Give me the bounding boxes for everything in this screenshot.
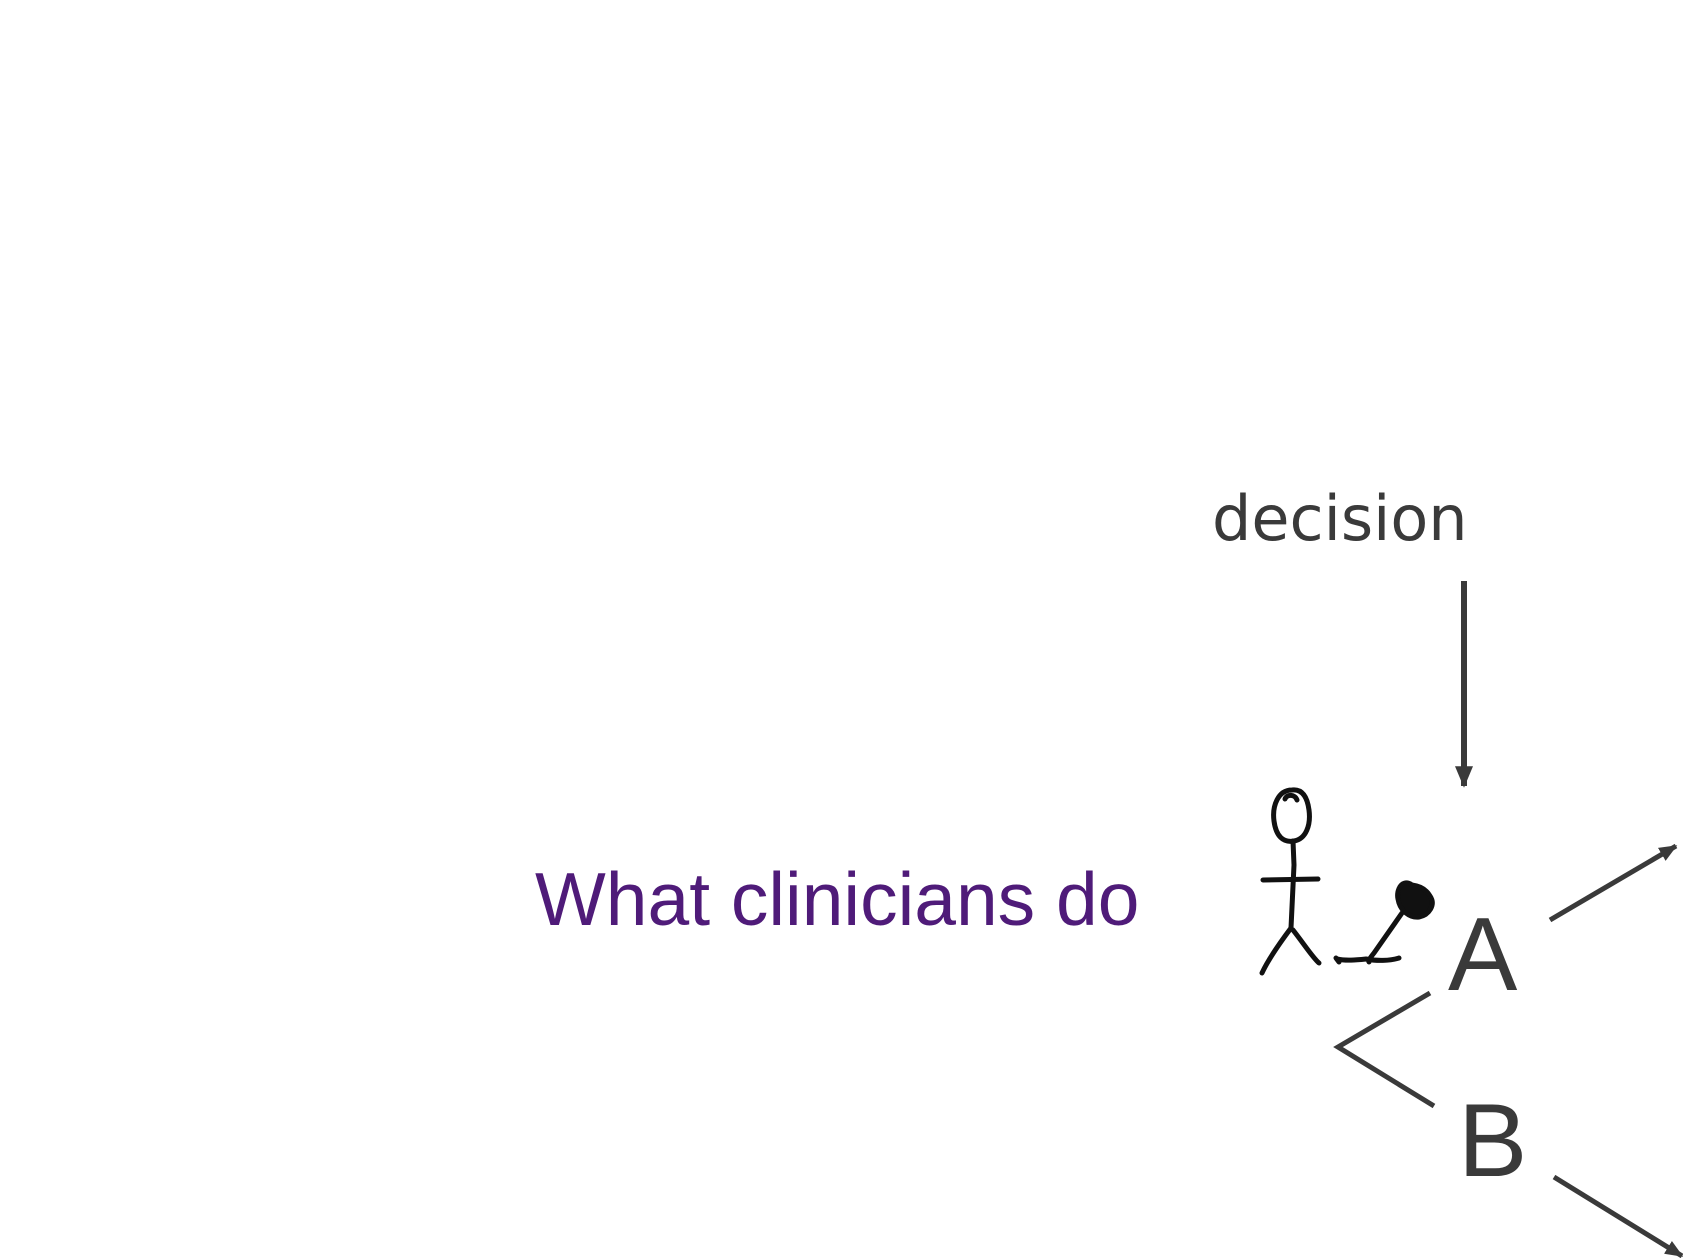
decision-label: decision — [1212, 482, 1468, 555]
stick-figure-icon — [1259, 787, 1322, 976]
option-b-arrow — [1552, 1174, 1683, 1258]
question-label: What clinicians do — [535, 857, 1140, 941]
microscope-icon — [1333, 880, 1435, 965]
option-a-arrow — [1548, 843, 1678, 923]
option-a-label: A — [1448, 897, 1518, 1013]
option-b-label: B — [1458, 1083, 1528, 1199]
branch-bracket — [1333, 990, 1436, 1109]
